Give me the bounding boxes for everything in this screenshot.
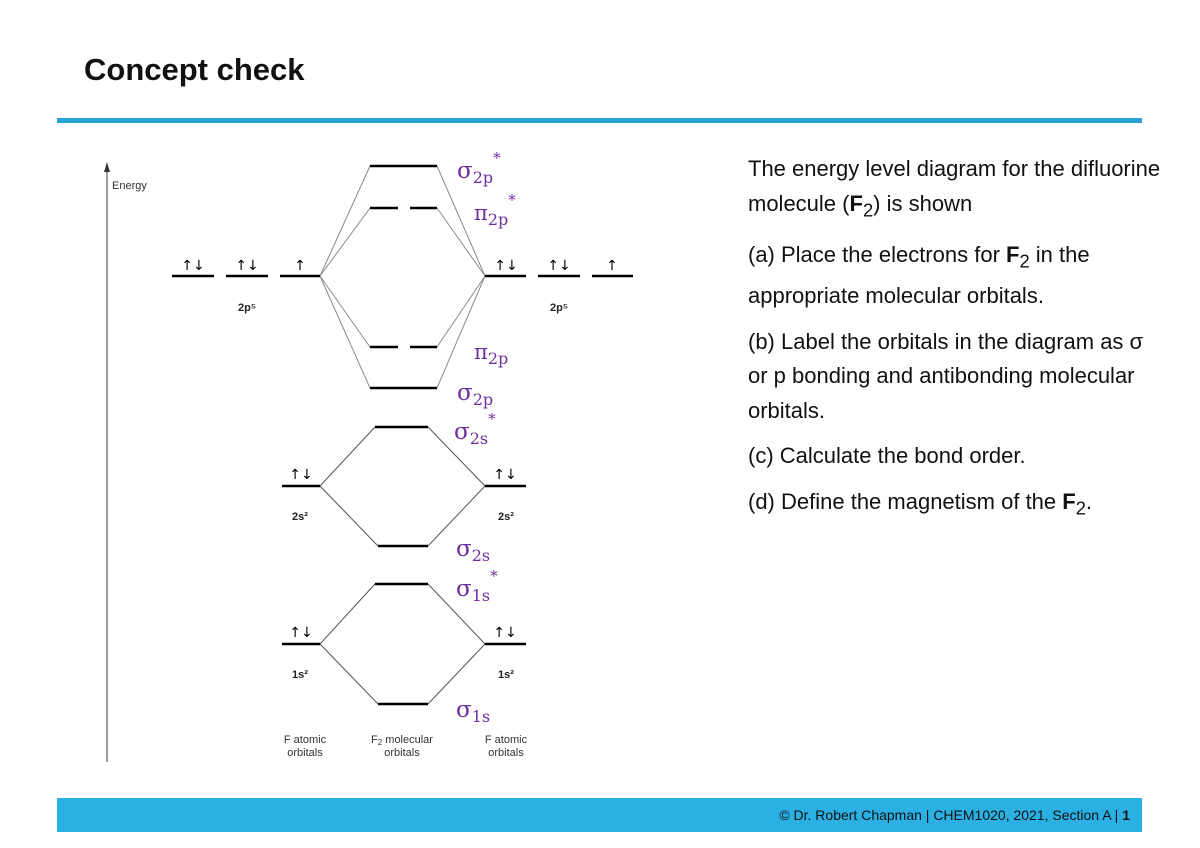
column-label-left-2: orbitals xyxy=(287,747,323,759)
ao-label-2p-right: 2p⁵ xyxy=(550,302,568,314)
correlation-lines-s xyxy=(319,426,486,705)
correlation-lines xyxy=(319,165,486,389)
ao-label-1s-left: 1s² xyxy=(292,669,308,681)
electrons-2p-right-2: ↑↓ xyxy=(547,258,570,274)
question-a: (a) Place the electrons for F2 in the ap… xyxy=(748,242,1090,309)
electrons-2s-right: ↑↓ xyxy=(493,467,516,483)
mo-label-sigma-2p: σ2p xyxy=(457,380,493,409)
column-label-left-1: F atomic xyxy=(284,734,327,746)
question-b: (b) Label the orbitals in the diagram as… xyxy=(748,328,1144,423)
electrons-2p-left-3: ↑ xyxy=(294,258,306,274)
question-intro: The energy level diagram for the difluor… xyxy=(748,156,1161,220)
electrons-2s-left: ↑↓ xyxy=(289,467,312,483)
mo-label-sigma-1s-star: σ1s* xyxy=(456,567,498,605)
molecular-orbital-levels xyxy=(370,164,437,706)
electrons-1s-right: ↑↓ xyxy=(493,625,516,641)
footer-bar: © Dr. Robert Chapman | CHEM1020, 2021, S… xyxy=(57,798,1142,832)
electrons-2p-right-1: ↑↓ xyxy=(494,258,517,274)
footer-text: © Dr. Robert Chapman | CHEM1020, 2021, S… xyxy=(779,807,1130,823)
title-divider xyxy=(57,118,1142,123)
column-label-middle-2: orbitals xyxy=(384,747,420,759)
atomic-orbital-levels xyxy=(172,274,633,646)
question-d: (d) Define the magnetism of the F2. xyxy=(748,488,1093,519)
column-label-right-2: orbitals xyxy=(488,747,524,759)
ao-label-1s-right: 1s² xyxy=(498,669,514,681)
slide-title: Concept check xyxy=(84,52,305,87)
column-label-middle-1: F2 molecular xyxy=(371,734,433,747)
electrons-1s-left: ↑↓ xyxy=(289,625,312,641)
mo-label-pi-2p-star: π2p* xyxy=(474,191,516,229)
mo-label-sigma-2s: σ2s xyxy=(456,536,490,565)
ao-label-2s-right: 2s² xyxy=(498,511,514,523)
question-c: (c) Calculate the bond order. xyxy=(748,443,1026,469)
page-number: 1 xyxy=(1122,807,1130,823)
electrons-2p-left-2: ↑↓ xyxy=(235,258,258,274)
mo-label-sigma-1s: σ1s xyxy=(456,697,490,726)
mo-label-pi-2p: π2p xyxy=(474,340,508,368)
ao-label-2p-left: 2p⁵ xyxy=(238,302,256,314)
energy-axis-label: Energy xyxy=(112,180,147,192)
mo-label-sigma-2s-star: σ2s* xyxy=(454,410,496,448)
energy-axis-arrowhead xyxy=(104,162,110,172)
question-text: The energy level diagram for the difluor… xyxy=(748,152,1168,537)
electrons-2p-left-1: ↑↓ xyxy=(181,258,204,274)
ao-label-2s-left: 2s² xyxy=(292,511,308,523)
column-label-right-1: F atomic xyxy=(485,734,528,746)
electrons-2p-right-3: ↑ xyxy=(606,258,618,274)
mo-label-sigma-2p-star: σ2p* xyxy=(457,149,501,187)
